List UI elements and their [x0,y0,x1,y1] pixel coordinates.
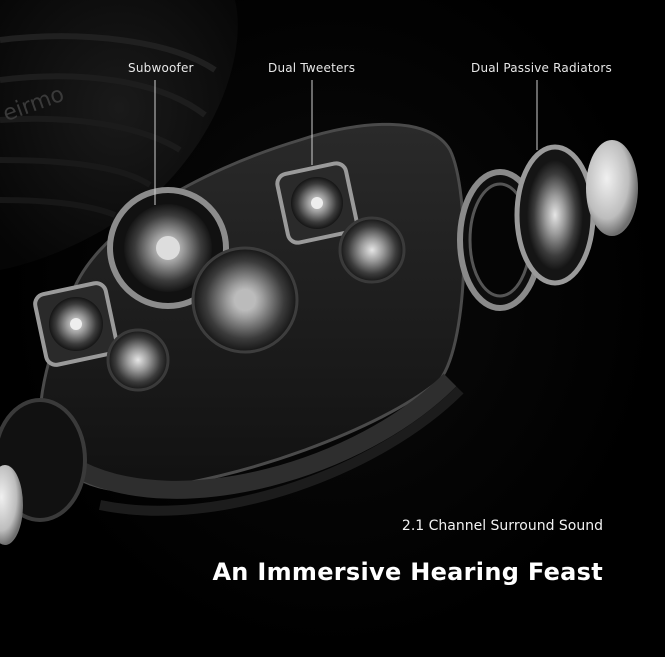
mid-driver-left [106,328,170,392]
dual-passive-radiators-label: Dual Passive Radiators [471,61,612,75]
right-passive-radiator [457,140,638,311]
center-driver [191,246,299,354]
subwoofer-label: Subwoofer [128,61,194,75]
tweeter-left [33,281,119,367]
fabric-grille [0,0,238,270]
tagline: 2.1 Channel Surround Sound [401,518,603,534]
tweeter-top [275,161,359,245]
dual-tweeters-label: Dual Tweeters [268,61,356,75]
mid-driver-right [338,216,406,284]
left-passive-radiator [0,398,87,545]
headline: An Immersive Hearing Feast [212,558,603,586]
